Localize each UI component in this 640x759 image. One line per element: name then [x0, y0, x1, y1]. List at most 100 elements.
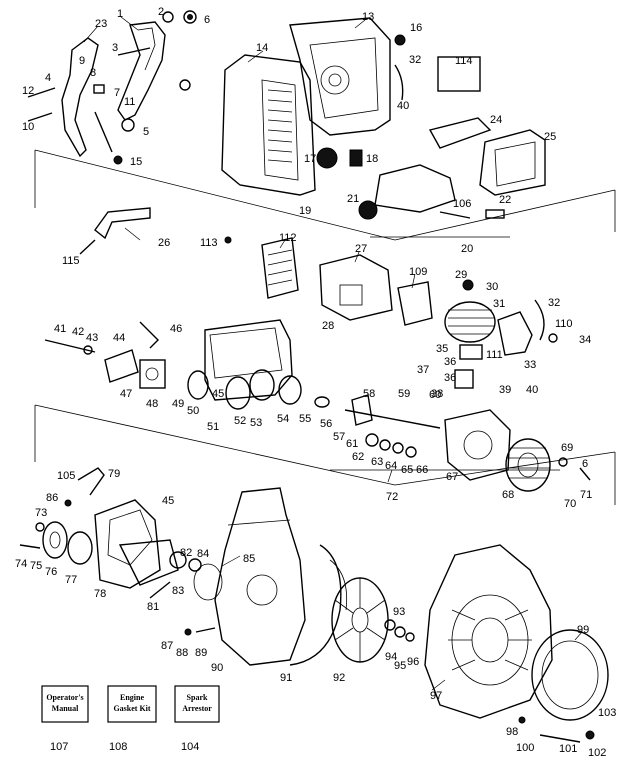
- handle-assembly: [27, 10, 197, 165]
- part-label-32: 32: [409, 54, 421, 66]
- part-label-42: 42: [72, 326, 84, 338]
- part-label-28: 28: [322, 320, 334, 332]
- part-label-50: 50: [187, 405, 199, 417]
- part-label-111: 111: [486, 349, 503, 361]
- part-label-72: 72: [386, 491, 398, 503]
- part-label-3: 3: [112, 42, 118, 54]
- carburetor-crankcase: [44, 319, 330, 410]
- part-label-71: 71: [580, 489, 592, 501]
- part-label-65: 65: [401, 464, 413, 476]
- part-label-14: 14: [256, 42, 268, 54]
- part-label-8: 8: [90, 67, 96, 79]
- part-label-7: 7: [114, 87, 120, 99]
- part-label-6: 6: [582, 458, 588, 470]
- part-label-100: 100: [516, 742, 534, 754]
- part-label-2: 2: [158, 6, 164, 18]
- part-label-94: 94: [385, 651, 397, 663]
- part-label-95: 95: [394, 660, 406, 672]
- part-label-38: 38: [431, 388, 443, 400]
- part-label-9: 9: [79, 55, 85, 67]
- part-label-108: 108: [109, 741, 127, 753]
- part-label-45: 45: [162, 495, 174, 507]
- operators-manual-line-2: Manual: [52, 704, 79, 713]
- part-label-58: 58: [363, 388, 375, 400]
- part-label-74: 74: [15, 558, 27, 570]
- part-label-91: 91: [280, 672, 292, 684]
- part-label-40: 40: [526, 384, 538, 396]
- part-label-49: 49: [172, 398, 184, 410]
- part-label-36: 36: [444, 372, 456, 384]
- part-label-110: 110: [555, 318, 573, 330]
- accessory-boxes: Operator's Manual Engine Gasket Kit Spar…: [41, 685, 220, 723]
- spark-arrestor-line-2: Arrestor: [182, 704, 212, 713]
- part-label-62: 62: [352, 451, 364, 463]
- part-label-41: 41: [54, 323, 66, 335]
- part-label-53: 53: [250, 417, 262, 429]
- part-label-102: 102: [588, 747, 606, 759]
- part-label-60: 60: [429, 389, 441, 401]
- part-label-12: 12: [22, 85, 34, 97]
- part-label-70: 70: [564, 498, 576, 510]
- part-label-45: 45: [212, 388, 224, 400]
- outer-housing: [424, 544, 609, 743]
- part-label-22: 22: [499, 194, 511, 206]
- leader-lines: [83, 16, 583, 691]
- part-label-21: 21: [347, 193, 359, 205]
- part-label-16: 16: [410, 22, 422, 34]
- part-label-83: 83: [172, 585, 184, 597]
- part-label-113: 113: [200, 237, 218, 249]
- part-label-6: 6: [204, 14, 210, 26]
- part-label-112: 112: [279, 232, 297, 244]
- part-label-30: 30: [486, 281, 498, 293]
- part-label-84: 84: [197, 548, 209, 560]
- part-label-18: 18: [366, 153, 378, 165]
- operators-manual-line-1: Operator's: [46, 693, 83, 702]
- starter-assembly: [19, 467, 223, 601]
- part-label-4: 4: [45, 72, 51, 84]
- part-label-46: 46: [170, 323, 182, 335]
- part-label-27: 27: [355, 243, 367, 255]
- spark-arrestor-box: Spark Arrestor: [174, 685, 220, 723]
- part-label-104: 104: [181, 741, 199, 753]
- part-label-19: 19: [299, 205, 311, 217]
- part-label-107: 107: [50, 741, 68, 753]
- part-label-67: 67: [446, 471, 458, 483]
- part-label-79: 79: [108, 468, 120, 480]
- part-label-114: 114: [455, 55, 473, 67]
- part-label-57: 57: [333, 431, 345, 443]
- part-label-101: 101: [559, 743, 577, 755]
- part-label-34: 34: [579, 334, 591, 346]
- part-label-96: 96: [407, 656, 419, 668]
- part-label-51: 51: [207, 421, 219, 433]
- part-label-37: 37: [417, 364, 429, 376]
- part-label-15: 15: [130, 156, 142, 168]
- part-label-39: 39: [499, 384, 511, 396]
- part-label-115: 115: [62, 255, 80, 267]
- part-label-11: 11: [124, 96, 135, 108]
- part-label-40: 40: [397, 100, 409, 112]
- part-label-87: 87: [161, 640, 173, 652]
- part-label-43: 43: [86, 332, 98, 344]
- blower-housing: [221, 17, 406, 196]
- part-label-52: 52: [234, 415, 246, 427]
- spark-arrestor-line-1: Spark: [187, 693, 208, 702]
- engine-gasket-kit-box: Engine Gasket Kit: [107, 685, 157, 723]
- part-label-68: 68: [502, 489, 514, 501]
- part-label-48: 48: [146, 398, 158, 410]
- part-label-13: 13: [362, 11, 374, 23]
- part-label-75: 75: [30, 560, 42, 572]
- part-label-73: 73: [35, 507, 47, 519]
- part-label-82: 82: [180, 547, 192, 559]
- engine-top-assembly: [261, 237, 558, 389]
- part-label-24: 24: [490, 114, 502, 126]
- part-label-59: 59: [398, 388, 410, 400]
- part-label-35: 35: [436, 343, 448, 355]
- engine-gasket-kit-line-1: Engine: [120, 693, 144, 702]
- part-label-86: 86: [46, 492, 58, 504]
- part-label-26: 26: [158, 237, 170, 249]
- engine-gasket-kit-line-2: Gasket Kit: [113, 704, 150, 713]
- part-label-93: 93: [393, 606, 405, 618]
- part-label-47: 47: [120, 388, 132, 400]
- part-label-98: 98: [506, 726, 518, 738]
